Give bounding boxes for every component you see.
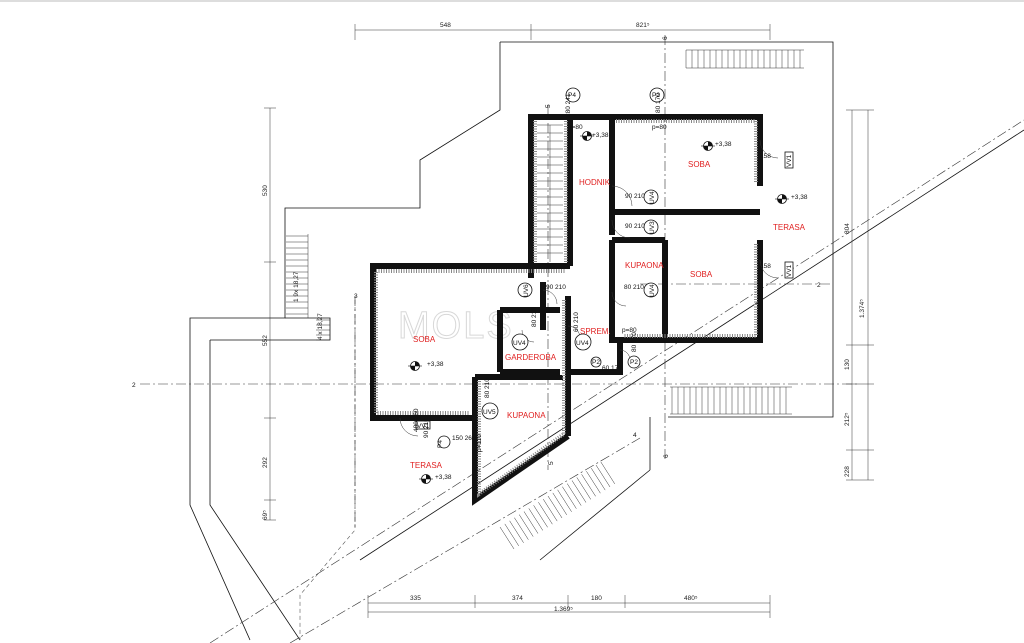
room-garderoba: GARDEROBA [505,353,557,362]
tag-uv5: UV5 [483,409,496,416]
opening-158-a: 158 [760,153,771,160]
tag-p2-low1: P2 [592,359,600,366]
opening-80-210: 80 210 [624,284,644,291]
dim-212: 212⁵ [844,412,851,426]
tag-p4-top: P4 [568,92,576,99]
level-label-4: +3,38 [427,361,444,368]
tag-uv4-d: UV4 [576,340,589,347]
room-hodnik: HODNIK [579,178,611,187]
level-label-3: +3,38 [791,194,808,201]
axis-label-6-top: 6 [662,36,669,40]
room-soba-main: SOBA [413,335,436,344]
dim-228: 228 [844,466,851,477]
opening-p110: p=110 [476,434,483,452]
opening-80-210-b: 80 210 [531,307,538,327]
opening-90-210-c: 90 210 [546,284,566,291]
opening-90-210-a: 90 210 [625,193,645,200]
wall-insulation [374,119,758,498]
level-label-5: +3,38 [435,474,452,481]
axis-label-2-left: 2 [132,382,136,389]
axis-label-2-right: 2 [817,282,821,289]
stairs [286,49,804,550]
level-markers [408,131,789,484]
opening-p80-low: p=80 [622,327,637,334]
opening-60-170: 60 170 [602,365,622,372]
opening-p80-top: p=80 [652,124,667,131]
tag-p2-top: P2 [652,92,660,99]
tag-vv1-left: VV1 [417,423,430,430]
opening-90-210-b: 90 210 [625,223,645,230]
dim-1369: 1.369⁵ [554,606,573,613]
room-soba-top: SOBA [688,160,711,169]
axis-label-3: 3 [354,293,358,300]
tag-p2-low2: P2 [630,359,638,366]
tag-uv4-a: UV4 [649,191,656,204]
level-label-2: +3,38 [715,141,732,148]
room-sprem: SPREM. [580,327,611,336]
opening-80-210-c: 80 210 [484,378,491,398]
walls [370,114,763,506]
element-tags [415,87,794,449]
dim-374: 374 [512,595,523,602]
room-kupaona-mid: KUPAONA [625,261,664,270]
dim-530: 530 [262,185,269,196]
room-kupaona-low: KUPAONA [507,411,546,420]
dim-552: 552 [262,335,269,346]
dimension-lines [264,24,874,618]
tag-uv4-b: UV4 [649,284,656,297]
tag-vv1-right2: VV1 [786,264,793,277]
room-terasa-right: TERASA [773,223,806,232]
dim-292: 292 [262,457,269,468]
tag-uv4-c: UV4 [513,340,526,347]
dim-480: 480⁵ [684,595,698,602]
tag-p4-low: P4 [437,440,444,448]
dim-stair-1: 1 9x 18,27 [293,271,300,302]
dim-180: 180 [591,595,602,602]
dim-stair-2: 4 x 18,27 [317,313,324,340]
door-swings [399,139,779,437]
watermark: MOLS [398,305,514,347]
tag-uv3: UV3 [649,221,656,234]
level-label-1: +3,38 [592,132,609,139]
room-terasa-left: TERASA [410,461,443,470]
opening-80-170-b: 80 170 [631,332,638,352]
opening-pl80: p=80 [568,124,583,131]
opening-80-170: 80 170 [655,93,662,113]
opening-60-210: 60 210 [573,312,580,332]
opening-150-260: 150 260 [452,435,476,442]
dim-130: 130 [844,359,851,370]
dim-335: 335 [410,595,421,602]
dim-69: 69⁵ [262,510,269,520]
axis-label-5-top: 5 [545,104,552,108]
opening-280-241: 280 241 [565,93,572,117]
room-soba-mid: SOBA [690,270,713,279]
axis-label-6-bottom: 6 [663,454,670,458]
site-outline [189,41,1024,641]
dim-804: 804 [844,223,851,234]
dim-548: 548 [440,22,451,29]
opening-90-210-d: 90 210 [423,418,430,438]
opening-158-b: 158 [760,263,771,270]
dim-1374: 1.374⁵ [859,299,866,318]
tag-uv6: UV6 [523,284,530,297]
tag-vv1-right1: VV1 [786,154,793,167]
axis-label-5-bottom: 5 [548,461,555,465]
axis-label-4: 4 [633,432,637,439]
opening-480-260: 480 260 [413,408,420,432]
dim-821: 821⁵ [636,22,650,29]
